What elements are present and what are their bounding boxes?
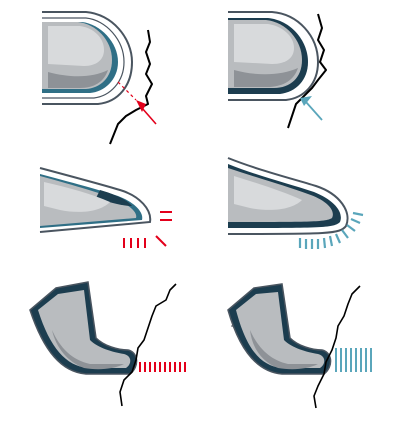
shell-outline [228, 11, 320, 101]
nail-shape [96, 190, 132, 206]
panel-side-rigid [39, 167, 172, 248]
toe-shadow [48, 70, 108, 88]
toe-highlight [234, 176, 302, 210]
panel-toe-padded [228, 11, 327, 129]
stray-dot [231, 325, 233, 327]
impact-guide-line [117, 81, 137, 101]
nail-shape [234, 24, 294, 64]
teal-arrow-head [300, 96, 312, 106]
panel-toe-rigid [42, 11, 157, 145]
shell-outline [42, 11, 134, 105]
panel-side-padded [227, 157, 364, 249]
teal-arc-lines [298, 211, 364, 249]
toe-highlight [44, 182, 110, 212]
red-bars [139, 362, 186, 372]
red-arrow-shaft [141, 107, 157, 125]
inner-outline [42, 17, 125, 99]
wall-line [109, 29, 153, 145]
panel-foot-rigid [29, 281, 186, 407]
red-impact-lines [123, 211, 172, 248]
shell-outline [39, 167, 152, 233]
foot-shadow [52, 330, 124, 370]
nail-shape [48, 26, 104, 66]
shell-outline [227, 157, 349, 235]
wall-line [287, 13, 327, 129]
teal-arrow-shaft [305, 101, 323, 121]
wall-line [119, 283, 177, 407]
toe-shadow [234, 68, 298, 87]
foot-shadow [250, 330, 318, 370]
wall-line [313, 285, 361, 409]
panel-foot-padded [227, 283, 372, 409]
teal-bars [335, 348, 372, 372]
foot-skin [38, 290, 131, 368]
